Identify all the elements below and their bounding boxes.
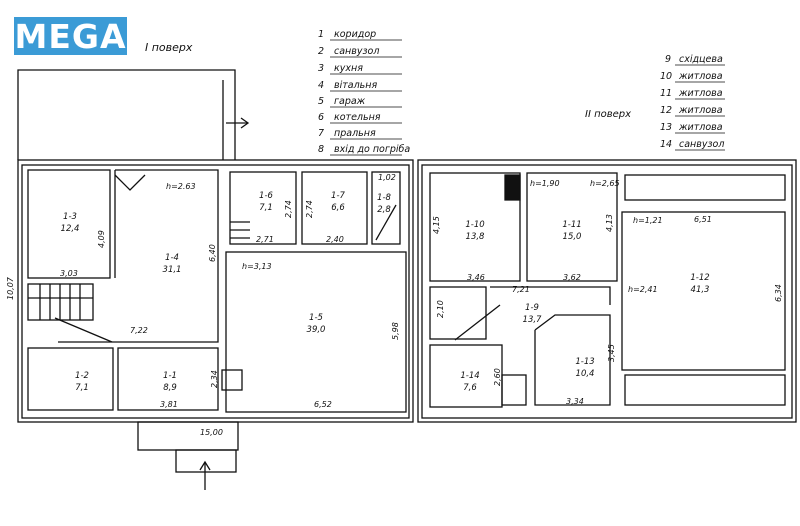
svg-text:h=1,90: h=1,90: [530, 179, 560, 188]
svg-text:7,21: 7,21: [512, 285, 530, 294]
svg-text:4,15: 4,15: [432, 216, 441, 234]
room-1-11-id: 1-11: [562, 220, 581, 230]
svg-text:вітальня: вітальня: [334, 80, 377, 91]
walls-second-floor: [417, 159, 797, 423]
room-1-11-area: 15,0: [563, 232, 582, 242]
svg-text:котельня: котельня: [334, 112, 381, 123]
svg-text:4,13: 4,13: [605, 214, 614, 232]
room-1-14-id: 1-14: [460, 371, 479, 381]
svg-text:2,71: 2,71: [256, 235, 274, 244]
svg-text:6,40: 6,40: [208, 244, 217, 262]
svg-text:пральня: пральня: [334, 128, 376, 139]
svg-text:6: 6: [318, 112, 324, 123]
room-1-13-id: 1-13: [575, 357, 594, 367]
svg-text:житлова: житлова: [678, 71, 723, 82]
room-1-14-area: 7,6: [463, 383, 477, 393]
svg-text:h=2.63: h=2.63: [166, 182, 196, 191]
room-1-13-area: 10,4: [576, 369, 595, 379]
svg-text:3,81: 3,81: [160, 400, 178, 409]
room-1-4-area: 31,1: [163, 265, 182, 275]
room-1-9-id: 1-9: [525, 303, 539, 313]
svg-text:1: 1: [318, 29, 324, 40]
room-labels: 1-3 12,4 1-4 31,1 1-6 7,1 1-7 6,6 1-8 2,…: [61, 191, 710, 393]
room-1-3-area: 12,4: [61, 224, 80, 234]
svg-text:санвузол: санвузол: [334, 46, 379, 57]
room-1-2-id: 1-2: [75, 371, 89, 381]
svg-text:3,34: 3,34: [566, 397, 584, 406]
legend-first-floor: 1 коридор 2 санвузол 3 кухня 4 вітальня 5 гар…: [318, 29, 410, 156]
mega-logo: MEGA: [14, 16, 127, 56]
second-floor-title: II поверх: [585, 109, 631, 120]
svg-text:гараж: гараж: [334, 96, 366, 107]
svg-text:2: 2: [318, 46, 324, 57]
svg-text:2,74: 2,74: [284, 200, 293, 218]
svg-text:6,52: 6,52: [314, 400, 332, 409]
svg-text:коридор: коридор: [334, 29, 376, 40]
svg-text:4: 4: [318, 80, 324, 91]
room-1-2-area: 7,1: [75, 383, 89, 393]
svg-text:східцева: східцева: [679, 54, 723, 65]
room-1-7-id: 1-7: [331, 191, 345, 201]
svg-text:вхід до погріба: вхід до погріба: [334, 144, 410, 155]
svg-text:3,46: 3,46: [467, 273, 485, 282]
room-1-3-id: 1-3: [63, 212, 77, 222]
svg-text:кухня: кухня: [334, 63, 363, 74]
svg-text:9: 9: [665, 54, 671, 65]
room-1-12-area: 41,3: [691, 285, 710, 295]
walls-first-floor: [17, 69, 414, 490]
svg-text:3: 3: [318, 63, 324, 74]
room-1-4-id: 1-4: [165, 253, 179, 263]
svg-text:10,07: 10,07: [6, 276, 15, 300]
dimension-labels: h=2.63 h=3,13 h=1,90 h=2,65 h=1,21 h=2,4…: [6, 173, 783, 437]
svg-text:1,02: 1,02: [378, 173, 396, 182]
svg-text:5: 5: [318, 96, 324, 107]
svg-text:житлова: житлова: [678, 105, 723, 116]
svg-text:14: 14: [660, 139, 672, 150]
svg-text:2,74: 2,74: [305, 200, 314, 218]
room-1-10-area: 13,8: [466, 232, 486, 242]
svg-text:13: 13: [660, 122, 672, 133]
svg-text:житлова: житлова: [678, 88, 723, 99]
svg-text:5,98: 5,98: [391, 322, 400, 340]
room-1-5-area: 39,0: [307, 325, 326, 335]
first-floor-title: I поверх: [145, 41, 193, 54]
svg-text:8: 8: [318, 144, 324, 155]
room-1-5-id: 1-5: [309, 313, 323, 323]
svg-text:6,51: 6,51: [694, 215, 712, 224]
room-1-10-id: 1-10: [465, 220, 484, 230]
svg-text:житлова: житлова: [678, 122, 723, 133]
room-1-8-area: 2,8: [377, 205, 391, 215]
svg-text:3,45: 3,45: [607, 344, 616, 362]
svg-text:h=2,41: h=2,41: [628, 285, 658, 294]
svg-text:7: 7: [318, 128, 324, 139]
room-1-1-id: 1-1: [163, 371, 177, 381]
room-1-6-area: 7,1: [259, 203, 273, 213]
room-1-7-area: 6,6: [331, 203, 345, 213]
svg-text:11: 11: [660, 88, 672, 99]
svg-text:15,00: 15,00: [200, 428, 223, 437]
svg-text:6,34: 6,34: [774, 284, 783, 302]
svg-text:h=1,21: h=1,21: [633, 216, 663, 225]
svg-text:3,03: 3,03: [60, 269, 78, 278]
room-1-12-id: 1-12: [690, 273, 709, 283]
svg-text:2,34: 2,34: [210, 370, 219, 388]
room-1-1-area: 8,9: [163, 383, 177, 393]
svg-text:2,40: 2,40: [326, 235, 344, 244]
svg-text:2,60: 2,60: [493, 368, 502, 386]
room-1-9-area: 13,7: [523, 315, 543, 325]
svg-text:санвузол: санвузол: [679, 139, 724, 150]
svg-text:3,62: 3,62: [563, 273, 581, 282]
logo-text: MEGA: [14, 16, 127, 56]
svg-text:2,10: 2,10: [436, 300, 445, 318]
svg-text:12: 12: [660, 105, 672, 116]
room-1-6-id: 1-6: [259, 191, 273, 201]
svg-text:10: 10: [660, 71, 672, 82]
svg-text:h=2,65: h=2,65: [590, 179, 620, 188]
room-1-8-id: 1-8: [377, 193, 391, 203]
svg-text:4,09: 4,09: [97, 230, 106, 248]
svg-text:7,22: 7,22: [130, 326, 148, 335]
svg-text:h=3,13: h=3,13: [242, 262, 272, 271]
